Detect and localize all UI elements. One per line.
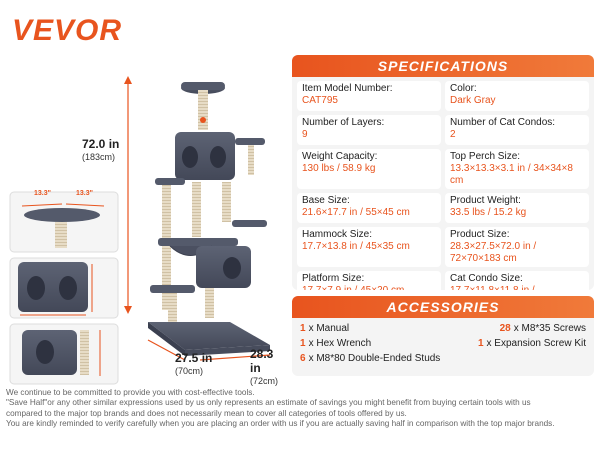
spec-cell: Number of Cat Condos:2 [445,115,589,145]
spec-cell: Cat Condo Size:17.7×11.8×11.8 in / 45×30… [445,271,589,290]
disclaimer-line: "Save Half"or any other similar expressi… [6,398,531,408]
depth-label: 28.3 in (72cm) [250,347,279,386]
spec-cell: Product Weight:33.5 lbs / 15.2 kg [445,193,589,223]
spec-value: 33.5 lbs / 15.2 kg [450,207,527,218]
spec-value: 130 lbs / 58.9 kg [302,163,376,174]
accessory-name: x M8*80 Double-Ended Studs [308,353,441,364]
spec-label: Product Size: [450,229,510,240]
spec-cell: Hammock Size:17.7×13.8 in / 45×35 cm [297,227,441,267]
width-label: 27.5 in (70cm) [175,351,213,376]
accessories-title: ACCESSORIES [292,296,594,318]
spec-label: Top Perch Size: [450,151,521,162]
width-dimension-line [147,339,186,361]
spec-value: 9 [302,129,308,140]
accessory-name: x Expansion Screw Kit [486,338,587,349]
perch-dim-a: 13.3" [34,190,51,197]
depth-dimension-line [199,354,271,361]
spec-label: Color: [450,83,477,94]
spec-value: Dark Gray [450,95,496,106]
height-label: 72.0 in (183cm) [82,137,120,162]
spec-cell: Product Size:28.3×27.5×72.0 in / 72×70×1… [445,227,589,267]
specifications-title: SPECIFICATIONS [292,55,594,77]
accessory-name: x M8*35 Screws [513,323,586,334]
spec-label: Number of Cat Condos: [450,117,556,128]
accessory-quantity: 6 [300,353,306,364]
spec-value: 17.7×13.8 in / 45×35 cm [302,241,410,252]
spec-label: Cat Condo Size: [450,273,523,284]
spec-cell: Base Size:21.6×17.7 in / 55×45 cm [297,193,441,223]
accessory-quantity: 1 [477,338,484,349]
spec-cell: Platform Size:17.7×7.9 in / 45×20 cm21.6… [297,271,441,290]
accessory-name: x Hex Wrench [308,338,372,349]
product-image: 72.0 in (183cm) 27.5 in (70cm) 28.3 in (… [0,60,285,390]
detail-inset-lower-condo [9,323,119,385]
spec-label: Product Weight: [450,195,521,206]
spec-value: 17.7×7.9 in / 45×20 cm [302,285,436,290]
spec-value: 28.3×27.5×72.0 in / 72×70×183 cm [450,241,537,264]
spec-label: Number of Layers: [302,117,385,128]
disclaimer-line: We continue to be committed to provide y… [6,388,255,397]
spec-value: 21.6×17.7 in / 55×45 cm [302,207,410,218]
spec-label: Weight Capacity: [302,151,378,162]
disclaimer-line: compared to the major top brands and doe… [6,408,407,418]
spec-value: 2 [450,129,456,140]
detail-inset-top-perch [9,191,119,253]
accessory-quantity: 28 [499,323,511,334]
spec-cell: Weight Capacity:130 lbs / 58.9 kg [297,149,441,189]
accessory-quantity: 1 [300,323,306,334]
spec-cell: Item Model Number:CAT795 [297,81,441,111]
spec-value: 13.3×13.3×3.1 in / 34×34×8 cm [450,163,573,186]
brand-logo: VEVOR [12,14,123,47]
spec-value: 17.7×11.8×11.8 in / 45×30×300 cm [450,285,584,290]
spec-cell: Color:Dark Gray [445,81,589,111]
disclaimer-line: You are kindly reminded to verify carefu… [6,418,555,428]
spec-label: Platform Size: [302,273,365,284]
detail-inset-condo [9,257,119,319]
cat-tree-illustration [9,76,271,385]
accessory-quantity: 1 [300,338,306,349]
spec-label: Hammock Size: [302,229,373,240]
spec-label: Item Model Number: [302,83,393,94]
accessory-name: x Manual [308,323,350,334]
disclaimer-text: We continue to be committed to provide y… [6,388,596,429]
spec-cell: Number of Layers:9 [297,115,441,145]
perch-dim-b: 13.3" [76,190,93,197]
spec-cell: Top Perch Size:13.3×13.3×3.1 in / 34×34×… [445,149,589,189]
cat-tree [148,82,270,356]
spec-value: CAT795 [302,95,338,106]
spec-label: Base Size: [302,195,350,206]
